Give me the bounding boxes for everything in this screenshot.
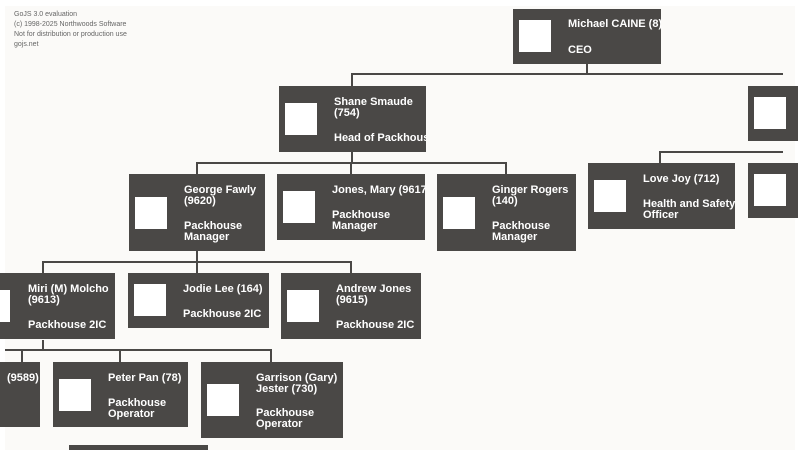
org-node-offscreen[interactable] [748, 86, 798, 141]
org-node-miri-molcho[interactable]: Miri (M) Molcho (9613) Packhouse 2IC [0, 273, 115, 339]
node-name: Peter Pan (78) [108, 372, 182, 384]
avatar [135, 197, 167, 229]
node-name: Shane Smaude (754) [334, 96, 413, 119]
org-node-love-joy[interactable]: Love Joy (712) Health and Safety Officer [588, 163, 735, 229]
org-node-shane-smaude[interactable]: Shane Smaude (754) Head of Packhous [279, 86, 426, 152]
org-node-george-fawly[interactable]: George Fawly (9620) Packhouse Manager [129, 174, 265, 251]
node-title: Packhouse 2IC [336, 319, 415, 331]
link-line [196, 152, 353, 174]
node-title: Packhouse 2IC [28, 319, 107, 331]
node-title: Packhouse Operator [108, 397, 167, 420]
avatar [443, 197, 475, 229]
node-title: Packhouse Operator [256, 407, 315, 430]
avatar [594, 180, 626, 212]
avatar [754, 174, 786, 206]
org-node-jodie-lee[interactable]: Jodie Lee (164) Packhouse 2IC [128, 273, 269, 328]
node-name: Garrison (Gary) Jester (730) [256, 372, 338, 395]
org-node-peter-pan[interactable]: Peter Pan (78) Packhouse Operator [53, 362, 188, 427]
evaluation-watermark: GoJS 3.0 evaluation (c) 1998-2025 Northw… [14, 10, 127, 50]
link-line [42, 251, 198, 273]
avatar [519, 20, 551, 52]
link-line [352, 162, 507, 174]
org-node-michael-caine[interactable]: Michael CAINE (8) CEO [513, 9, 661, 64]
node-name: Michael CAINE (8) [568, 18, 661, 30]
avatar [134, 284, 166, 316]
org-node-garrison-jester[interactable]: Garrison (Gary) Jester (730) Packhouse O… [201, 362, 343, 438]
watermark-line: (c) 1998-2025 Northwoods Software [14, 21, 127, 28]
org-node-mary-jones[interactable]: Jones, Mary (9617 Packhouse Manager [277, 174, 425, 240]
watermark-line: Not for distribution or production use [14, 31, 127, 38]
node-name: George Fawly (9620) [184, 184, 257, 207]
avatar [754, 97, 786, 129]
node-name: Love Joy (712) [643, 173, 720, 185]
node-title: Health and Safety Officer [643, 198, 735, 221]
node-name: Miri (M) Molcho (9613) [28, 283, 109, 306]
node-title: Packhouse Manager [184, 220, 243, 243]
link-line [197, 261, 352, 273]
node-name: Ginger Rogers (140) [492, 184, 569, 207]
org-node-partial[interactable]: (9589) [0, 362, 40, 427]
node-name: (9589) [7, 372, 39, 384]
node-title: Packhouse Manager [332, 209, 391, 232]
avatar [285, 103, 317, 135]
node-title: Head of Packhous [334, 132, 426, 144]
node-title: CEO [568, 44, 592, 56]
node-name: Jones, Mary (9617 [332, 184, 425, 196]
avatar [59, 379, 91, 411]
node-title: Packhouse 2IC [183, 308, 262, 320]
org-node-offscreen[interactable] [69, 445, 208, 450]
avatar [207, 384, 239, 416]
avatar [287, 290, 319, 322]
org-node-offscreen[interactable] [748, 163, 798, 218]
link-line [351, 64, 588, 86]
org-node-andrew-jones[interactable]: Andrew Jones (9615) Packhouse 2IC [281, 273, 421, 339]
node-name: Andrew Jones (9615) [336, 283, 412, 306]
watermark-line: gojs.net [14, 41, 39, 48]
node-title: Packhouse Manager [492, 220, 551, 243]
avatar [283, 191, 315, 223]
org-node-ginger-rogers[interactable]: Ginger Rogers (140) Packhouse Manager [437, 174, 576, 251]
watermark-line: GoJS 3.0 evaluation [14, 11, 78, 18]
avatar [0, 290, 10, 322]
node-name: Jodie Lee (164) [183, 283, 263, 295]
